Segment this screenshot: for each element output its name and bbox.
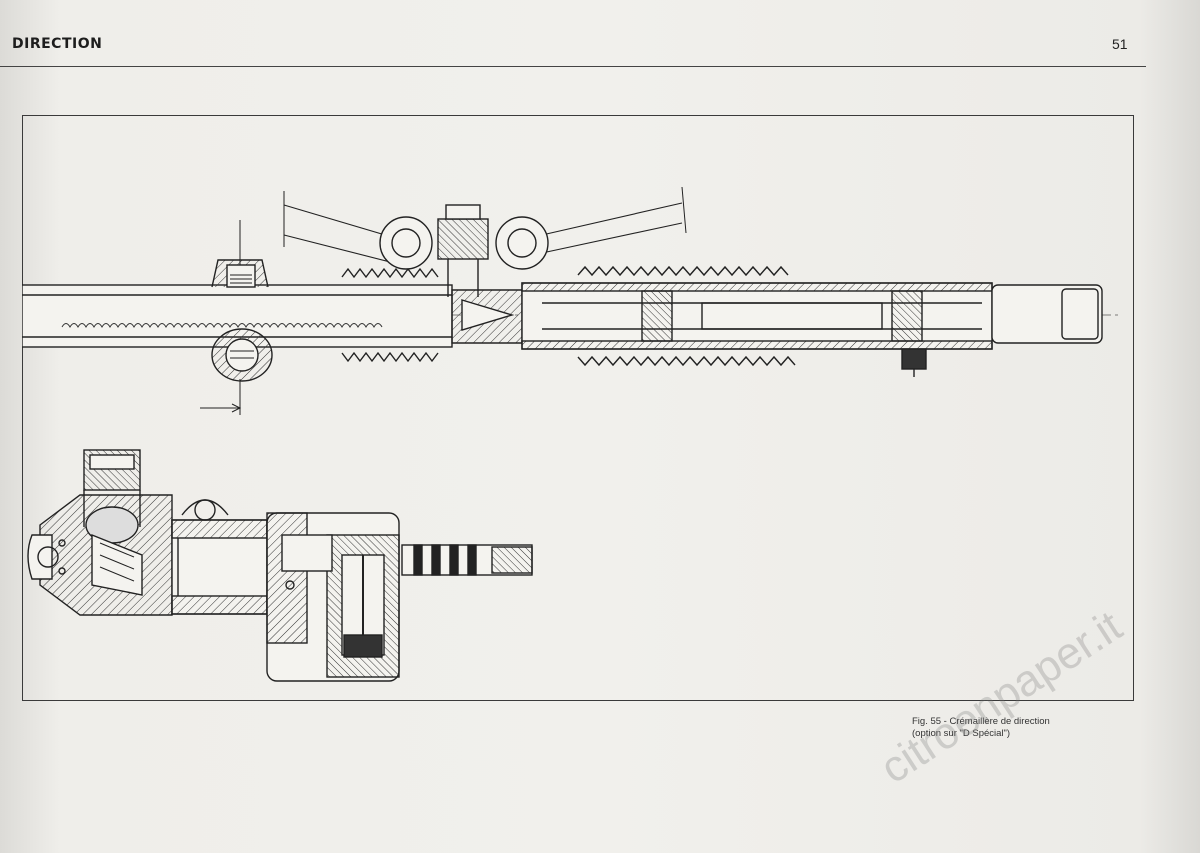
figure-frame	[22, 115, 1134, 701]
caption-line-1: Fig. 55 - Crémaillère de direction	[912, 716, 1050, 727]
pinion-valve-section	[27, 449, 533, 682]
steering-rack-drawing	[22, 186, 1122, 682]
header-rule	[0, 66, 1146, 67]
page-number: 51	[1112, 36, 1128, 52]
rack-assembly	[22, 186, 1122, 415]
figure-caption: Fig. 55 - Crémaillère de direction (opti…	[912, 716, 1050, 740]
section-title: DIRECTION	[12, 36, 103, 52]
caption-line-2: (option sur "D Spécial")	[912, 728, 1011, 739]
